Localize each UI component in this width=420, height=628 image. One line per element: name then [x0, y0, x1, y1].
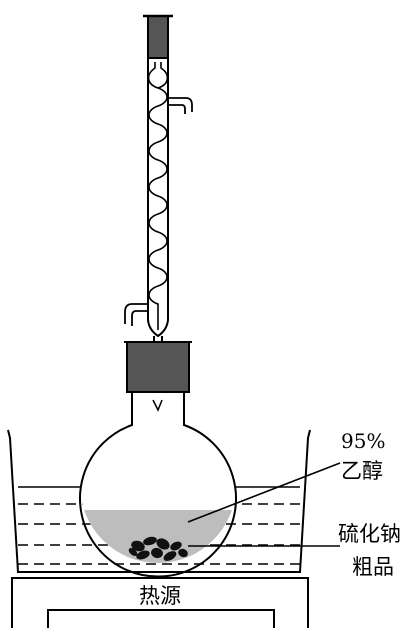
ethanol-name-label: 乙醇 — [341, 459, 383, 483]
flask-stopper — [124, 341, 192, 393]
water-outlet-tube — [168, 97, 193, 112]
condenser-top-stopper — [147, 15, 169, 59]
crude-solid-lumps — [128, 536, 188, 561]
crude-label-line2: 粗品 — [352, 555, 394, 579]
ethanol-percent-label: 95% — [341, 429, 385, 453]
reflux-condenser — [124, 14, 193, 342]
ethanol-leader-line — [187, 462, 341, 523]
crude-label-line1: 硫化钠 — [338, 522, 401, 546]
round-bottom-flask — [79, 390, 237, 578]
condenser-inner-coil — [147, 62, 168, 330]
water-inlet-tube — [124, 303, 148, 324]
heat-source-label: 热源 — [139, 584, 181, 608]
heat-source: 热源 — [11, 577, 309, 628]
